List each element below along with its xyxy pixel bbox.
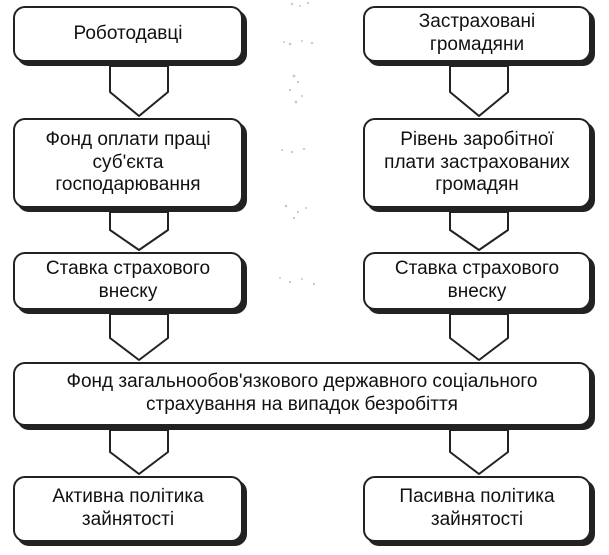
arrow-payroll-to-rate-left xyxy=(109,211,169,251)
active-policy-box: Активна політика зайнятості xyxy=(13,476,243,542)
arrow-fund-to-active-policy xyxy=(109,429,169,475)
employers-box: Роботодавці xyxy=(13,6,243,62)
rate-right-label: Ставка страхового внеску xyxy=(394,258,560,302)
insured-citizens-label: Застраховані громадяни xyxy=(418,11,536,55)
arrow-rate-left-to-fund xyxy=(109,313,169,361)
insured-citizens-box: Застраховані громадяни xyxy=(363,6,591,62)
active-policy-label: Активна політика зайнятості xyxy=(52,486,204,530)
unemployment-fund-label: Фонд загальнообов'язкового державного со… xyxy=(66,371,538,415)
wage-level-box: Рівень заробітної плати застрахованих гр… xyxy=(363,118,591,208)
rate-right-box: Ставка страхового внеску xyxy=(363,252,591,310)
payroll-fund-label: Фонд оплати праці суб'єкта господарюванн… xyxy=(45,128,211,196)
passive-policy-box: Пасивна політика зайнятості xyxy=(363,476,591,542)
arrow-employers-to-payroll xyxy=(109,65,169,117)
arrow-rate-right-to-fund xyxy=(449,313,509,361)
scan-noise xyxy=(279,1,316,286)
employers-label: Роботодавці xyxy=(73,22,183,44)
unemployment-fund-box: Фонд загальнообов'язкового державного со… xyxy=(13,362,591,426)
payroll-fund-box: Фонд оплати праці суб'єкта господарюванн… xyxy=(13,118,243,208)
arrow-fund-to-passive-policy xyxy=(449,429,509,475)
rate-left-box: Ставка страхового внеску xyxy=(13,252,243,310)
arrow-wage-level-to-rate-right xyxy=(449,211,509,251)
wage-level-label: Рівень заробітної плати застрахованих гр… xyxy=(384,128,570,196)
rate-left-label: Ставка страхового внеску xyxy=(45,258,211,302)
passive-policy-label: Пасивна політика зайнятості xyxy=(399,486,555,530)
arrow-insured-to-wage-level xyxy=(449,65,509,117)
